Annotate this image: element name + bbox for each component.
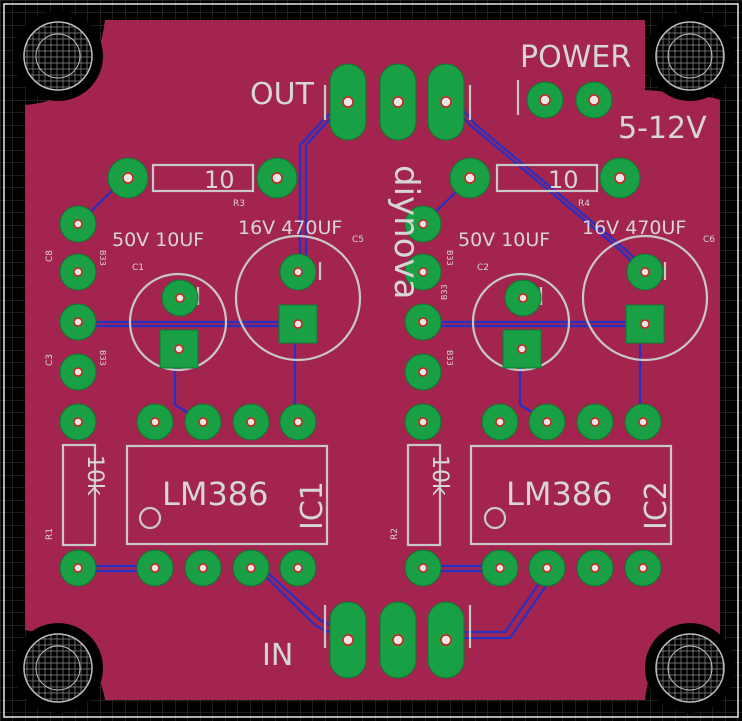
c6-designator: C6 (703, 235, 715, 245)
mounting-hole-bottom-left (13, 623, 103, 713)
r3-value: 10 (204, 166, 235, 194)
brand-label: diynova (386, 165, 426, 299)
silkscreen (61, 80, 709, 648)
c6-spec: 16V 470UF (582, 217, 686, 239)
in-label: IN (262, 638, 293, 673)
mounting-hole-top-right (645, 11, 735, 101)
c1-spec: 50V 10UF (112, 229, 204, 251)
r4-designator: R4 (578, 199, 590, 209)
b33-label-b: B33 (98, 350, 107, 366)
c5-designator: C5 (352, 235, 364, 245)
board-outline (3, 3, 739, 718)
c3-designator: C3 (45, 354, 55, 366)
ic1-part: LM386 (162, 475, 269, 513)
ic2-part: LM386 (506, 475, 613, 513)
c1-designator: C1 (132, 263, 144, 273)
ic1-name: IC1 (295, 481, 330, 530)
voltage-label: 5-12V (618, 111, 707, 146)
b33-label-e: B33 (440, 284, 449, 300)
r3-designator: R3 (233, 199, 245, 209)
b33-label-c: B33 (445, 250, 454, 266)
mounting-hole-bottom-right (645, 623, 735, 713)
c8-designator: C8 (45, 250, 55, 262)
power-label: POWER (520, 40, 631, 75)
mounting-hole-top-left (13, 11, 103, 101)
r2-designator: R2 (390, 528, 400, 540)
r2-value: 10k (427, 455, 452, 496)
b33-label-d: B33 (445, 350, 454, 366)
r1-designator: R1 (45, 528, 55, 540)
c5-spec: 16V 470UF (238, 217, 342, 239)
r4-value: 10 (548, 166, 579, 194)
c2-designator: C2 (477, 263, 489, 273)
c2-spec: 50V 10UF (458, 229, 550, 251)
b33-label-a: B33 (98, 250, 107, 266)
copper-pour (25, 20, 720, 700)
r1-value: 10k (82, 455, 107, 496)
ic2-name: IC2 (639, 481, 674, 530)
out-label: OUT (250, 77, 315, 112)
drill-holes (73, 94, 650, 646)
